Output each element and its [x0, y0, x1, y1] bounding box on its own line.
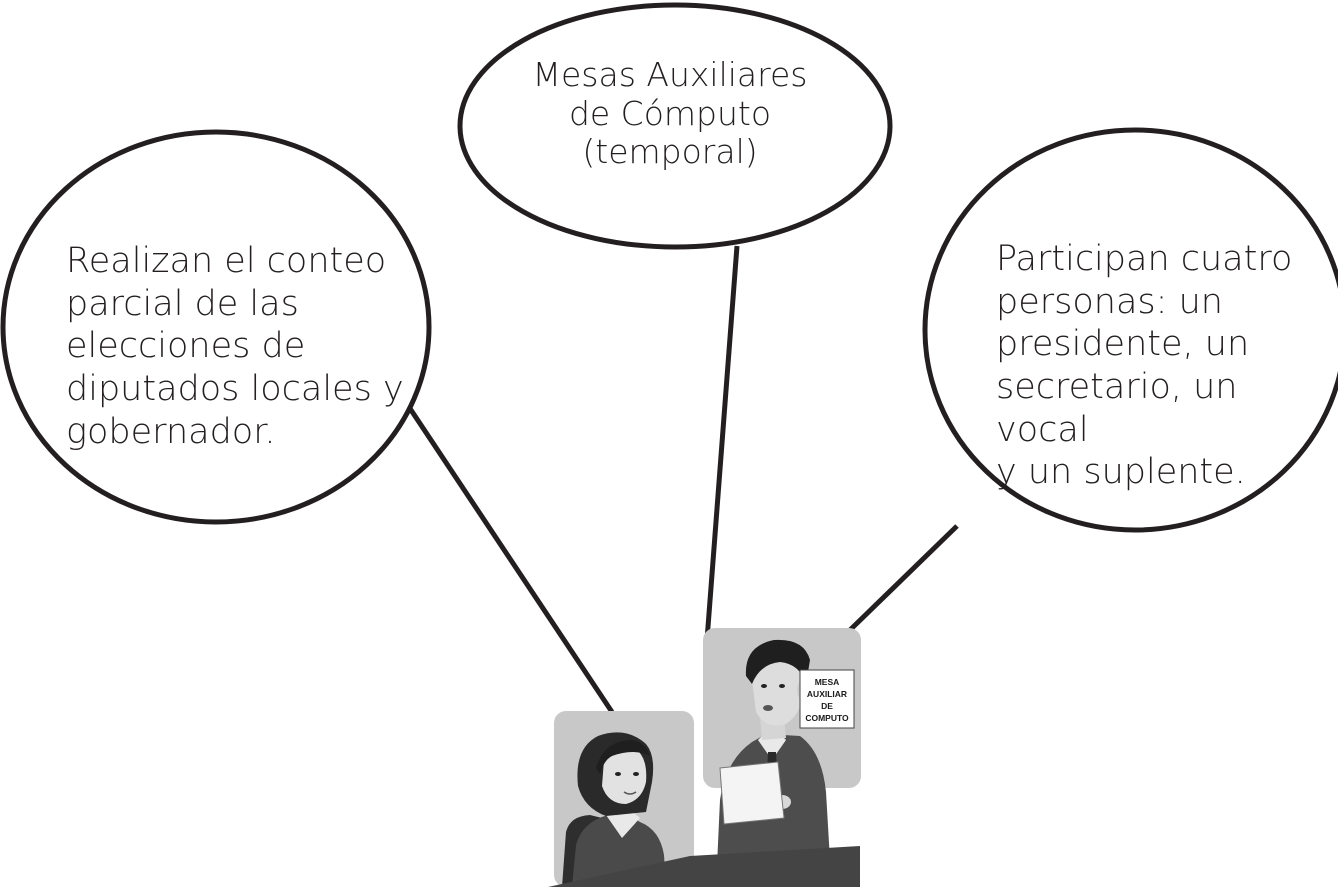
sign-line-2: AUXILIAR: [807, 689, 847, 699]
table: [548, 846, 860, 887]
bubble-top: [457, 2, 893, 250]
sign-line-1: MESA: [815, 677, 840, 687]
connector-top: [704, 245, 740, 641]
bubble-top-text: Mesas Auxiliares de Cómputo (temporal): [532, 55, 808, 172]
sign-line-4: COMPUTO: [805, 713, 849, 723]
bubble-left-text: Realizan el conteo parcial de las elecci…: [66, 241, 404, 452]
bubble-left: [0, 129, 432, 525]
connector-left: [404, 402, 615, 714]
connector-right: [848, 524, 959, 632]
bubble-right-text: Participan cuatro personas: un president…: [996, 239, 1293, 493]
bubble-right: [922, 127, 1338, 533]
sign-line-3: DE: [821, 701, 833, 711]
